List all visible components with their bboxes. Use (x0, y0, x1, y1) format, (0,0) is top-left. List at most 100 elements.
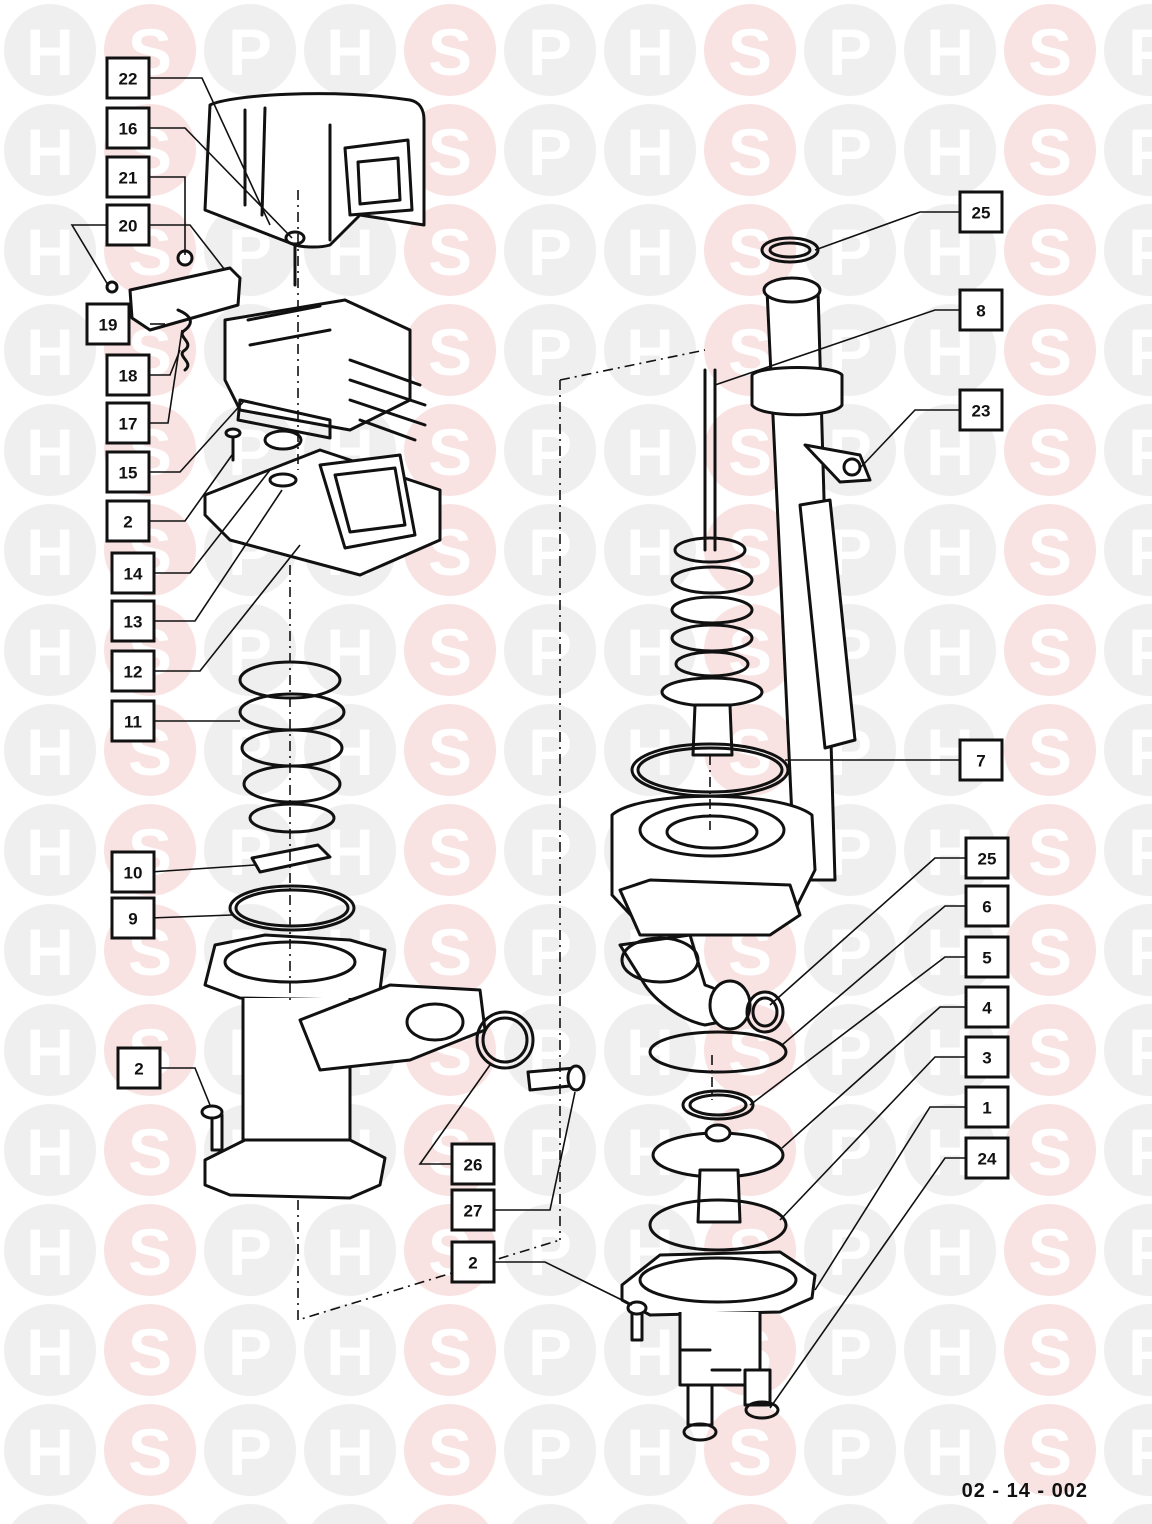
callout-label: 14 (124, 565, 143, 584)
watermark-letter: P (528, 15, 572, 89)
watermark-letter: H (926, 515, 974, 589)
watermark-letter: H (326, 815, 374, 889)
callout-label: 23 (972, 402, 991, 421)
watermark-letter: P (1128, 315, 1152, 389)
watermark-letter: S (1028, 1415, 1072, 1489)
callout-14: 14 (110, 551, 156, 595)
diagram-code: 02 - 14 - 002 (961, 1480, 1088, 1502)
watermark-letter: S (428, 1415, 472, 1489)
watermark-letter: S (128, 1215, 172, 1289)
watermark-letter: H (926, 115, 974, 189)
callout-label: 15 (119, 464, 138, 483)
watermark-letter: H (26, 715, 74, 789)
watermark-letter: H (26, 1315, 74, 1389)
watermark-letter: P (828, 915, 872, 989)
watermark-letter: S (428, 215, 472, 289)
watermark-letter: P (828, 15, 872, 89)
watermark-letter: S (1028, 815, 1072, 889)
callout-25: 25 (958, 190, 1004, 234)
callout-17: 17 (105, 401, 151, 445)
watermark-letter: P (828, 215, 872, 289)
watermark-letter: S (428, 115, 472, 189)
callout-6: 6 (964, 884, 1010, 928)
watermark-letter: P (828, 1515, 872, 1524)
watermark-letter: H (626, 615, 674, 689)
watermark-letter: P (228, 1315, 272, 1389)
watermark-letter: S (428, 815, 472, 889)
watermark-letter: S (728, 1515, 772, 1524)
watermark-letter: P (528, 1215, 572, 1289)
watermark-letter: P (828, 1215, 872, 1289)
callout-23: 23 (958, 388, 1004, 432)
watermark-letter: P (528, 515, 572, 589)
watermark-letter: S (428, 915, 472, 989)
watermark-letter: S (428, 715, 472, 789)
watermark-letter: H (926, 615, 974, 689)
callout-1: 1 (964, 1085, 1010, 1129)
watermark-letter: H (626, 1415, 674, 1489)
watermark-letter: P (528, 1115, 572, 1189)
watermark-letter: P (528, 815, 572, 889)
watermark-letter: S (128, 1415, 172, 1489)
plate-10-part (250, 843, 332, 874)
watermark-letter: H (26, 315, 74, 389)
watermark-letter: S (428, 1315, 472, 1389)
callout-21: 21 (105, 155, 151, 199)
callout-label: 7 (976, 752, 985, 771)
watermark-letter: H (326, 1215, 374, 1289)
sensor-23-part (803, 443, 872, 484)
tube-part (750, 276, 857, 882)
watermark-letter: H (26, 1115, 74, 1189)
watermark-letter: H (26, 215, 74, 289)
watermark-letter: S (1028, 615, 1072, 689)
watermark-letter: S (728, 115, 772, 189)
watermark-letter: P (828, 1315, 872, 1389)
watermark-letter: S (1028, 215, 1072, 289)
watermark-letter: S (1028, 1315, 1072, 1389)
watermark-letter: P (1128, 415, 1152, 489)
callout-8: 8 (958, 288, 1004, 332)
watermark-letter: H (26, 1515, 74, 1524)
watermark-letter: H (626, 1515, 674, 1524)
watermark-letter: S (1028, 1515, 1072, 1524)
callout-label: 9 (128, 910, 137, 929)
watermark-letter: P (1128, 1015, 1152, 1089)
callout-label: 16 (119, 120, 138, 139)
watermark-letter: S (128, 1315, 172, 1389)
watermark-letter: P (1128, 1515, 1152, 1524)
watermark-letter: P (528, 1315, 572, 1389)
watermark-letter: P (1128, 815, 1152, 889)
watermark-letter: P (1128, 215, 1152, 289)
o-ring-9-part (228, 884, 356, 932)
callout-label: 18 (119, 367, 138, 386)
callout-3: 3 (964, 1035, 1010, 1079)
callout-label: 3 (982, 1049, 991, 1068)
valve-spindle-8-part (660, 368, 764, 757)
watermark-letter: H (926, 1415, 974, 1489)
callout-22: 22 (105, 56, 151, 100)
callout-label: 24 (978, 1150, 997, 1169)
watermark-letter: P (1128, 1315, 1152, 1389)
callout-15: 15 (105, 450, 151, 494)
watermark-letter: H (26, 1415, 74, 1489)
watermark-letter: S (128, 1515, 172, 1524)
watermark-letter: S (1028, 515, 1072, 589)
watermark-letter: P (528, 615, 572, 689)
watermark-letter: S (1028, 115, 1072, 189)
watermark-letter: H (626, 215, 674, 289)
watermark-letter: S (128, 1115, 172, 1189)
watermark-letter: H (26, 415, 74, 489)
watermark-letter: H (626, 415, 674, 489)
callout-label: 17 (119, 415, 138, 434)
pressure-housing-part (203, 427, 442, 577)
small-ring-25-part (745, 990, 785, 1034)
diaphragm-3-part (648, 1168, 788, 1252)
watermark-letter: P (1128, 715, 1152, 789)
callout-label: 25 (972, 204, 991, 223)
callout-label: 26 (464, 1156, 483, 1175)
watermark-letter: H (326, 615, 374, 689)
screw-16-part (284, 230, 306, 287)
watermark-letter: H (926, 15, 974, 89)
watermark-letter: P (1128, 515, 1152, 589)
